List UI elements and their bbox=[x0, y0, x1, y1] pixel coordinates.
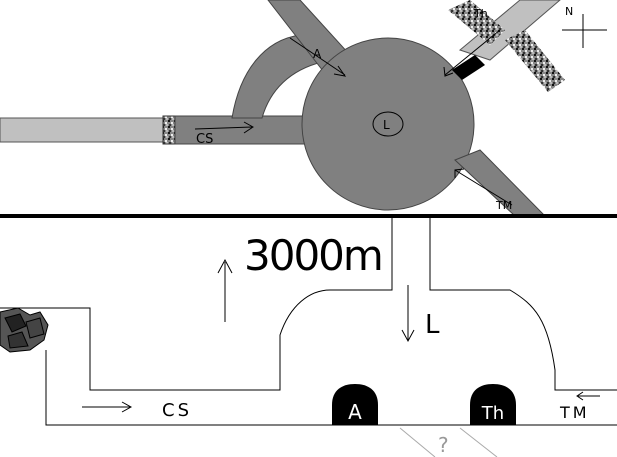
rubble-pile bbox=[0, 307, 49, 353]
up-arrow-head bbox=[217, 258, 233, 274]
th-road bbox=[458, 0, 561, 61]
cs-road-light bbox=[0, 117, 169, 143]
a-arrow bbox=[289, 37, 346, 76]
cs-section-arrow-head bbox=[121, 401, 133, 413]
plan-label-tm: TM bbox=[495, 199, 512, 212]
plan-view: CS A TM Th L N bbox=[0, 0, 607, 217]
plan-label-center: L bbox=[383, 118, 390, 132]
th-arrow bbox=[444, 29, 501, 76]
cs-arrow-head bbox=[243, 121, 254, 134]
tm-arrow bbox=[454, 169, 513, 206]
elevation-label: 3000m bbox=[244, 231, 382, 280]
portal-a: A bbox=[332, 384, 378, 425]
portal-a-label: A bbox=[348, 400, 362, 424]
center-marker bbox=[372, 111, 404, 137]
right-tunnel-label: TM bbox=[559, 403, 590, 422]
portal-th-label: Th bbox=[481, 403, 504, 424]
section-ceiling-left bbox=[0, 218, 393, 391]
rubble-band-right bbox=[505, 30, 565, 92]
cs-road-hatch bbox=[162, 115, 176, 145]
north-compass: N bbox=[562, 5, 607, 48]
view-separator bbox=[0, 214, 617, 218]
tm-arrow-head bbox=[454, 168, 465, 178]
down-arrow-head bbox=[401, 329, 415, 343]
central-roundabout bbox=[301, 37, 475, 211]
north-label: N bbox=[565, 5, 573, 18]
th-arrow-head bbox=[443, 66, 454, 77]
section-floor bbox=[45, 350, 617, 426]
question-line-left bbox=[399, 427, 436, 457]
plan-arrows bbox=[194, 29, 513, 206]
cs-arrow bbox=[194, 126, 253, 130]
a-arrow-head bbox=[333, 65, 347, 77]
question-line-right bbox=[459, 427, 498, 457]
unknown-label: ? bbox=[438, 433, 449, 457]
section-ceiling-right bbox=[429, 218, 617, 391]
plan-label-a: A bbox=[313, 47, 322, 61]
rubble-band-top bbox=[448, 0, 505, 45]
tm-section-arrow-head bbox=[576, 391, 584, 401]
left-tunnel-label: CS bbox=[162, 400, 192, 421]
th-tunnel-block bbox=[452, 55, 485, 80]
section-view bbox=[0, 218, 617, 457]
portal-th: Th bbox=[470, 384, 516, 425]
shaft-label: L bbox=[425, 310, 440, 340]
plan-label-th: Th bbox=[473, 7, 488, 20]
plan-label-cs: CS bbox=[196, 132, 213, 147]
